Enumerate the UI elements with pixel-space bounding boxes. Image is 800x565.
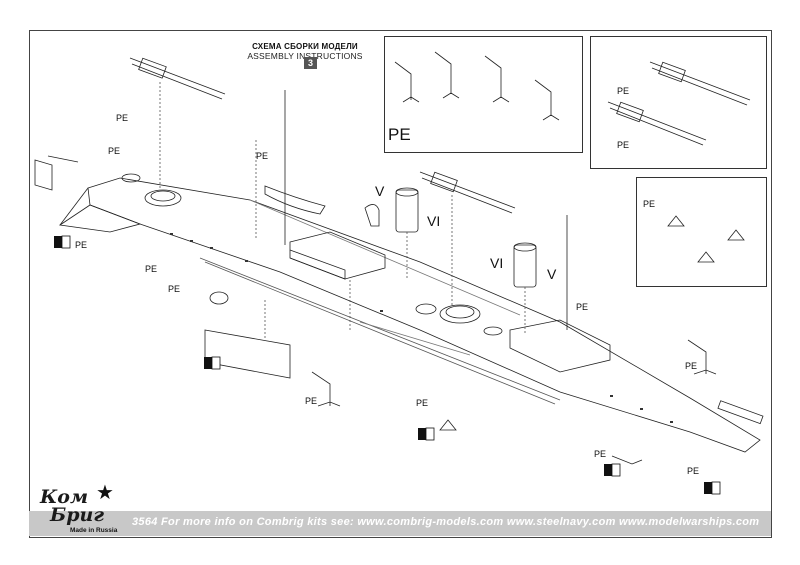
pe-label: PE [576, 302, 589, 312]
pe-label: PE [145, 264, 158, 274]
gun-barrel-inset-2 [607, 101, 707, 146]
pe-label: PE [256, 151, 269, 161]
part-marker-five: V [547, 266, 557, 282]
material-icon [54, 235, 71, 249]
bow-section [58, 204, 142, 233]
pe-label: PE [685, 361, 698, 371]
sheet-header: СХЕМА СБОРКИ МОДЕЛИ ASSEMBLY INSTRUCTION… [230, 42, 380, 61]
title-russian: СХЕМА СБОРКИ МОДЕЛИ [252, 42, 358, 51]
part-marker-five: V [375, 183, 385, 199]
pe-label: PE [416, 398, 429, 408]
pe-label: PE [643, 199, 656, 209]
ventilator-cap [209, 291, 229, 305]
gun-barrel-inset-1 [649, 61, 751, 106]
pe-label: PE [75, 240, 88, 250]
pe-davit-a [394, 61, 420, 103]
pe-davit-c [484, 55, 510, 103]
pe-label: PE [617, 86, 630, 96]
pe-label: PE [168, 284, 181, 294]
barbette-aft [439, 304, 481, 324]
hull-outline [87, 177, 761, 453]
title-english: ASSEMBLY INSTRUCTIONS [247, 51, 363, 61]
pe-label: PE [116, 113, 129, 123]
searchlight-4 [439, 419, 457, 431]
searchlight-1 [667, 215, 685, 227]
step-number-badge: 3 [304, 57, 317, 69]
davit-2 [687, 339, 717, 375]
pe-davit-d [534, 79, 560, 121]
searchlight-2 [727, 229, 745, 241]
gun-barrel-1 [129, 57, 226, 100]
stern-gun [717, 400, 764, 425]
cowl-vent [364, 204, 380, 227]
anchor-part [611, 455, 643, 465]
flag-plate [34, 159, 53, 191]
footer-bar: 3564 For more info on Combrig kits see: … [29, 511, 771, 536]
part-marker-six: VI [490, 255, 504, 271]
pe-label: PE [594, 449, 607, 459]
side-panel [204, 329, 291, 379]
pe-label: PE [305, 396, 318, 406]
gun-barrel-2 [419, 171, 516, 214]
logo-line-1: Ком [40, 486, 89, 508]
searchlight-3 [697, 251, 715, 263]
footer-text: 3564 For more info on Combrig kits see: … [132, 516, 760, 528]
davit-1 [311, 371, 341, 407]
pe-label: PE [108, 146, 121, 156]
logo-tagline: Made in Russia [70, 527, 118, 534]
inset-guns [590, 36, 767, 169]
combrig-logo: Ком Бриг ★ Made in Russia [34, 478, 124, 538]
logo-line-2: Бриг [50, 504, 105, 526]
aft-superstructure [509, 319, 611, 373]
inset-pe-label: PE [388, 125, 411, 144]
inset-searchlights [636, 177, 767, 287]
part-marker-six: VI [427, 213, 441, 229]
pe-label: PE [617, 140, 630, 150]
star-icon: ★ [96, 482, 114, 504]
pe-label: PE [687, 466, 700, 476]
barbette-fore [144, 189, 182, 207]
inset-pe-davits: PE [384, 36, 583, 153]
pe-davit-b [434, 51, 460, 99]
